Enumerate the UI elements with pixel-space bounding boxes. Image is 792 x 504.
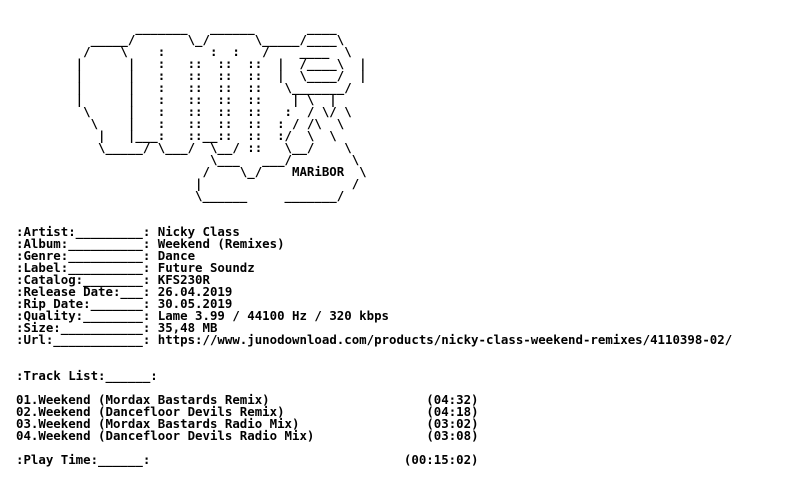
release-field-url: :Url:____________: https://www.junodownl…	[16, 332, 733, 347]
field-value: Weekend (Remixes)	[157, 236, 285, 251]
blank-line	[16, 202, 732, 214]
field-value: KFS230R	[157, 272, 210, 287]
release-field-rip-date: :Rip Date:_______: 30.05.2019	[16, 296, 732, 311]
release-field-quality: :Quality:________: Lame 3.99 / 44100 Hz …	[16, 308, 732, 323]
field-label: :Url:____________:	[16, 332, 151, 347]
nfo-document: _______ ______ ____ _____/ \_/ \_____/__…	[16, 20, 733, 467]
ascii-art-line: | /	[16, 176, 360, 191]
ascii-art-line: _____/ \_/ \_____/____\	[16, 32, 345, 47]
field-value: Dance	[157, 248, 196, 263]
ascii-art-line: / \ : : : / ____ \	[16, 44, 352, 59]
track-title: 03.Weekend (Mordax Bastards Radio Mix)	[16, 416, 300, 431]
ascii-art-line: / \_/ MARiBOR \	[16, 164, 367, 179]
release-field-genre: :Genre:__________: Dance	[16, 248, 732, 263]
ascii-art-line: | | : :: :: :: \_______/	[16, 80, 352, 95]
track-duration: (03:02)	[426, 416, 479, 431]
field-label: :Genre:__________:	[16, 248, 151, 263]
field-label: :Rip Date:_______:	[16, 296, 151, 311]
field-label: :Album:__________:	[16, 236, 151, 251]
play-time-label: :Play Time:______:	[16, 452, 151, 467]
ascii-art-line: \______ _______/	[16, 188, 345, 203]
ascii-art-line: | | : :: :: :: | \____/ |	[16, 68, 367, 83]
field-label: :Label:__________:	[16, 260, 151, 275]
track-duration: (03:08)	[426, 428, 479, 443]
track-title: 01.Weekend (Mordax Bastards Remix)	[16, 392, 270, 407]
track-title: 02.Weekend (Dancefloor Devils Remix)	[16, 404, 285, 419]
field-value: Nicky Class	[157, 224, 240, 239]
track-row: 02.Weekend (Dancefloor Devils Remix) (04…	[16, 404, 732, 419]
ascii-art-line: \ | : :: :: :: : / /\ \	[16, 116, 345, 131]
ascii-art-line: \ | : :: :: :: : / \/ \	[16, 104, 352, 119]
ascii-art-line: | | : :: :: :: | \ |	[16, 92, 337, 107]
field-value: https://www.junodownload.com/products/ni…	[157, 332, 733, 347]
release-field-label: :Label:__________: Future Soundz	[16, 260, 732, 275]
track-list-header: :Track List:______:	[16, 368, 158, 383]
track-row: 03.Weekend (Mordax Bastards Radio Mix) (…	[16, 416, 732, 431]
field-label: :Release Date:___:	[16, 284, 151, 299]
field-value: Lame 3.99 / 44100 Hz / 320 kbps	[157, 308, 390, 323]
release-field-album: :Album:__________: Weekend (Remixes)	[16, 236, 732, 251]
field-label: :Catalog:________:	[16, 272, 151, 287]
play-time-row: :Play Time:______: (00:15:02)	[16, 452, 732, 467]
field-value: 35,48 MB	[157, 320, 218, 335]
field-value: 26.04.2019	[157, 284, 233, 299]
field-value: Future Soundz	[157, 260, 255, 275]
ascii-art-line: | |___: ::__:: :: :/ \ \	[16, 128, 337, 143]
track-row: 04.Weekend (Dancefloor Devils Radio Mix)…	[16, 428, 732, 443]
play-time-value: (00:15:02)	[403, 452, 479, 467]
track-duration: (04:18)	[426, 404, 479, 419]
release-field-release-date: :Release Date:___: 26.04.2019	[16, 284, 732, 299]
track-title: 04.Weekend (Dancefloor Devils Radio Mix)	[16, 428, 315, 443]
ascii-art-line: | | : :: :: :: | /____\ |	[16, 56, 367, 71]
blank-line	[16, 346, 732, 358]
release-field-catalog: :Catalog:________: KFS230R	[16, 272, 732, 287]
field-label: :Size:___________:	[16, 320, 151, 335]
field-value: 30.05.2019	[157, 296, 233, 311]
field-label: :Artist:_________:	[16, 224, 151, 239]
field-label: :Quality:________:	[16, 308, 151, 323]
release-field-artist: :Artist:_________: Nicky Class	[16, 224, 732, 239]
track-row: 01.Weekend (Mordax Bastards Remix) (04:3…	[16, 392, 732, 407]
ascii-art-line: \_____/ \___/ \__/ :: \__/ \	[16, 140, 352, 155]
ascii-art-line: _______ ______ ____	[16, 20, 337, 35]
track-duration: (04:32)	[426, 392, 479, 407]
release-field-size: :Size:___________: 35,48 MB	[16, 320, 732, 335]
ascii-art-line: \___ ___/ \	[16, 152, 360, 167]
